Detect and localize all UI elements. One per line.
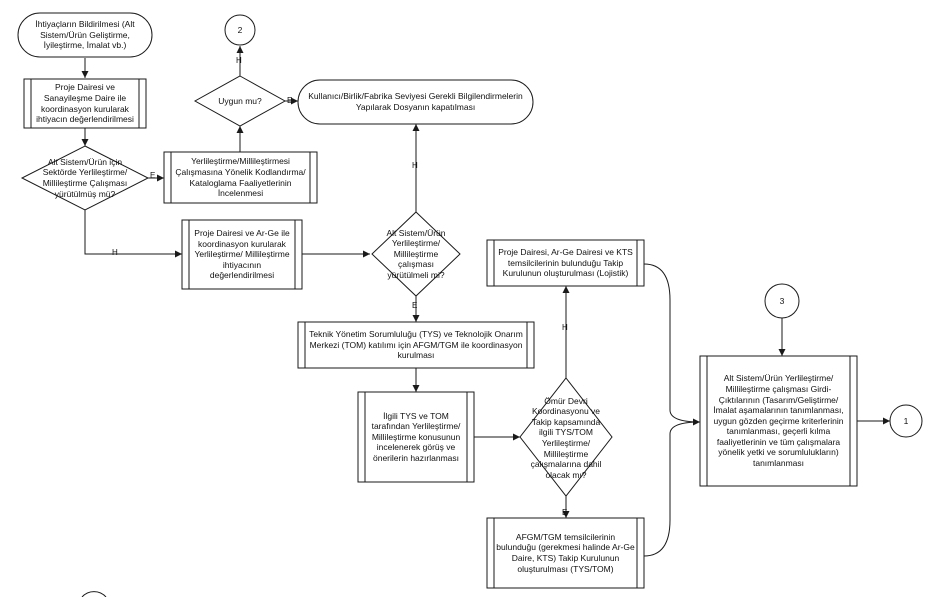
node-d1-shape [20, 145, 150, 211]
node-end1-shape [297, 79, 534, 125]
node-p7-label: AFGM/TGM temsilcilerinin bulunduğu (gere… [496, 531, 635, 574]
node-d3-shape [371, 211, 461, 297]
node-p1-label: Proje Dairesi ve Sanayileşme Daire ile k… [36, 82, 134, 125]
node-c1-label: 1 [903, 415, 909, 426]
edge-label-d2-no: H [236, 56, 242, 65]
node-d4-shape [519, 377, 613, 497]
node-start-label: İhtiyaçların Bildirilmesi (Alt Sistem/Ür… [35, 19, 135, 51]
node-p2-shape [163, 151, 318, 204]
node-p8-label: Alt Sistem/Ürün Yerlileştirme/ Millileşt… [713, 373, 844, 469]
node-p8-shape [699, 355, 858, 487]
node-p2-label: Yerlileştirme/Millileştirmesi Çalışmasın… [175, 156, 306, 199]
edge-p6-p8 [643, 263, 701, 426]
node-d2-label: Uygun mu? [218, 95, 262, 106]
node-c3-shape [764, 283, 800, 319]
edge-label-d1-yes: E [150, 171, 156, 180]
edge-d1-p3 [84, 210, 182, 258]
node-c2-shape [224, 14, 256, 46]
node-p6-shape [486, 239, 645, 287]
edge-label-d3-yes: E [412, 301, 418, 310]
node-p6-label: Proje Dairesi, Ar-Ge Dairesi ve KTS tems… [498, 247, 633, 279]
edge-label-d3-no: H [412, 161, 418, 170]
node-p4-shape [297, 321, 535, 369]
node-p3-label: Proje Dairesi ve Ar-Ge ile koordinasyon … [194, 228, 290, 281]
node-d3-label: Alt Sistem/Ürün Yerlileştirme/ Millileşt… [386, 227, 446, 280]
node-start-shape [17, 12, 153, 58]
node-d4-label: Ömür Devri Koordinasyonu ve Takip kapsam… [530, 395, 602, 480]
node-p7-shape [486, 517, 645, 589]
node-c2-label: 2 [237, 24, 243, 35]
node-c3-label: 3 [779, 295, 785, 306]
edge-label-d1-no: H [112, 248, 118, 257]
node-p1-shape [23, 78, 147, 129]
edge-label-d4-yes: E [562, 508, 568, 517]
node-c1-shape [889, 404, 923, 438]
node-p5-label: İlgili TYS ve TOM tarafından Yerlileştir… [371, 410, 461, 463]
node-d1-label: Alt Sistem/Ürün için Sektörde Yerlileşti… [42, 156, 128, 199]
edge-label-d4-no: H [562, 323, 568, 332]
node-p5-shape [357, 391, 475, 483]
node-p3-shape [181, 219, 303, 290]
node-d2-shape [193, 75, 287, 127]
node-p4-label: Teknik Yönetim Sorumluluğu (TYS) ve Tekn… [309, 329, 523, 361]
node-offpage-partial-shape [81, 591, 107, 597]
node-end1-label: Kullanıcı/Birlik/Fabrika Seviyesi Gerekl… [308, 91, 523, 112]
edge-p7-p8 [643, 421, 701, 557]
edge-label-d2-yes: E [287, 96, 293, 105]
